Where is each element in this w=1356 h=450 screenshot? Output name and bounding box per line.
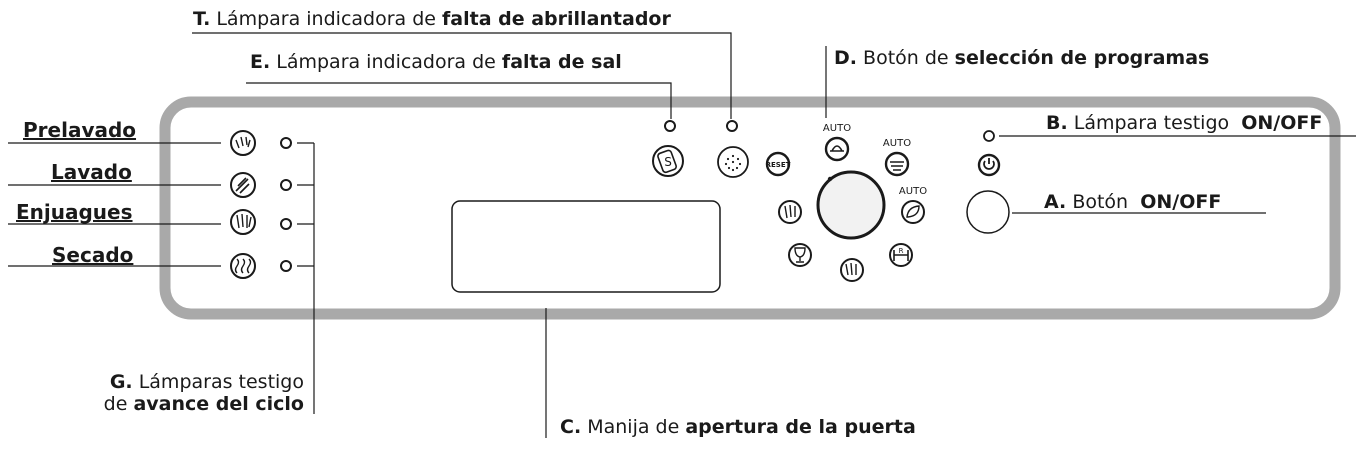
stage-label-secado: Secado (52, 243, 134, 267)
enjuagues-lamp (280, 218, 292, 230)
secado-lamp (280, 260, 292, 272)
auto-label-2: AUTO (883, 138, 911, 149)
program-half-load-icon: R (889, 243, 913, 267)
auto-label-3: AUTO (899, 186, 927, 197)
power-icon (977, 153, 1001, 177)
callout-d: D. Botón de selección de programas (834, 47, 1210, 69)
salt-icon: S (652, 145, 684, 177)
program-intensive-icon (778, 200, 802, 224)
program-auto-eco-icon: AUTO (899, 186, 927, 224)
auto-label-1: AUTO (823, 123, 851, 134)
lavado-icon (230, 172, 256, 198)
callout-e: E. Lámpara indicadora de falta de sal (250, 51, 622, 73)
program-auto-2-icon: AUTO (883, 138, 911, 177)
callout-g: G. Lámparas testigo de avance del ciclo (103, 371, 304, 415)
stage-label-lines (8, 142, 221, 267)
salt-lamp (664, 120, 676, 132)
program-auto-1-icon: AUTO (823, 123, 851, 162)
prelavado-icon (230, 130, 256, 156)
panel-outline (159, 96, 1341, 320)
callout-b: B. Lámpara testigo ON/OFF (1046, 112, 1323, 134)
enjuagues-icon (230, 209, 256, 235)
reset-label: RESET (766, 161, 791, 169)
program-glass-icon (788, 243, 812, 267)
program-rinse-icon (840, 258, 864, 282)
reset-button[interactable]: RESET (766, 151, 791, 177)
on-off-button[interactable] (966, 190, 1010, 234)
program-selector-knob[interactable] (816, 170, 886, 240)
on-off-lamp (983, 130, 995, 142)
half-load-letter: R (899, 247, 904, 255)
lavado-lamp (280, 179, 292, 191)
door-handle (451, 200, 721, 293)
prelavado-lamp (280, 137, 292, 149)
callout-a: A. Botón ON/OFF (1044, 191, 1222, 213)
secado-icon (230, 253, 256, 279)
rinse-aid-icon (717, 146, 749, 178)
g-leader-line (297, 142, 315, 414)
stage-label-prelavado: Prelavado (23, 118, 137, 142)
e-leader-line (246, 82, 672, 119)
callout-c: C. Manija de apertura de la puerta (560, 416, 916, 438)
t-leader-line (192, 32, 732, 119)
rinse-aid-lamp (726, 120, 738, 132)
salt-letter: S (664, 155, 672, 169)
callout-t: T. Lámpara indicadora de falta de abrill… (193, 8, 671, 30)
stage-label-lavado: Lavado (51, 160, 132, 184)
stage-label-enjuagues: Enjuagues (16, 200, 133, 224)
